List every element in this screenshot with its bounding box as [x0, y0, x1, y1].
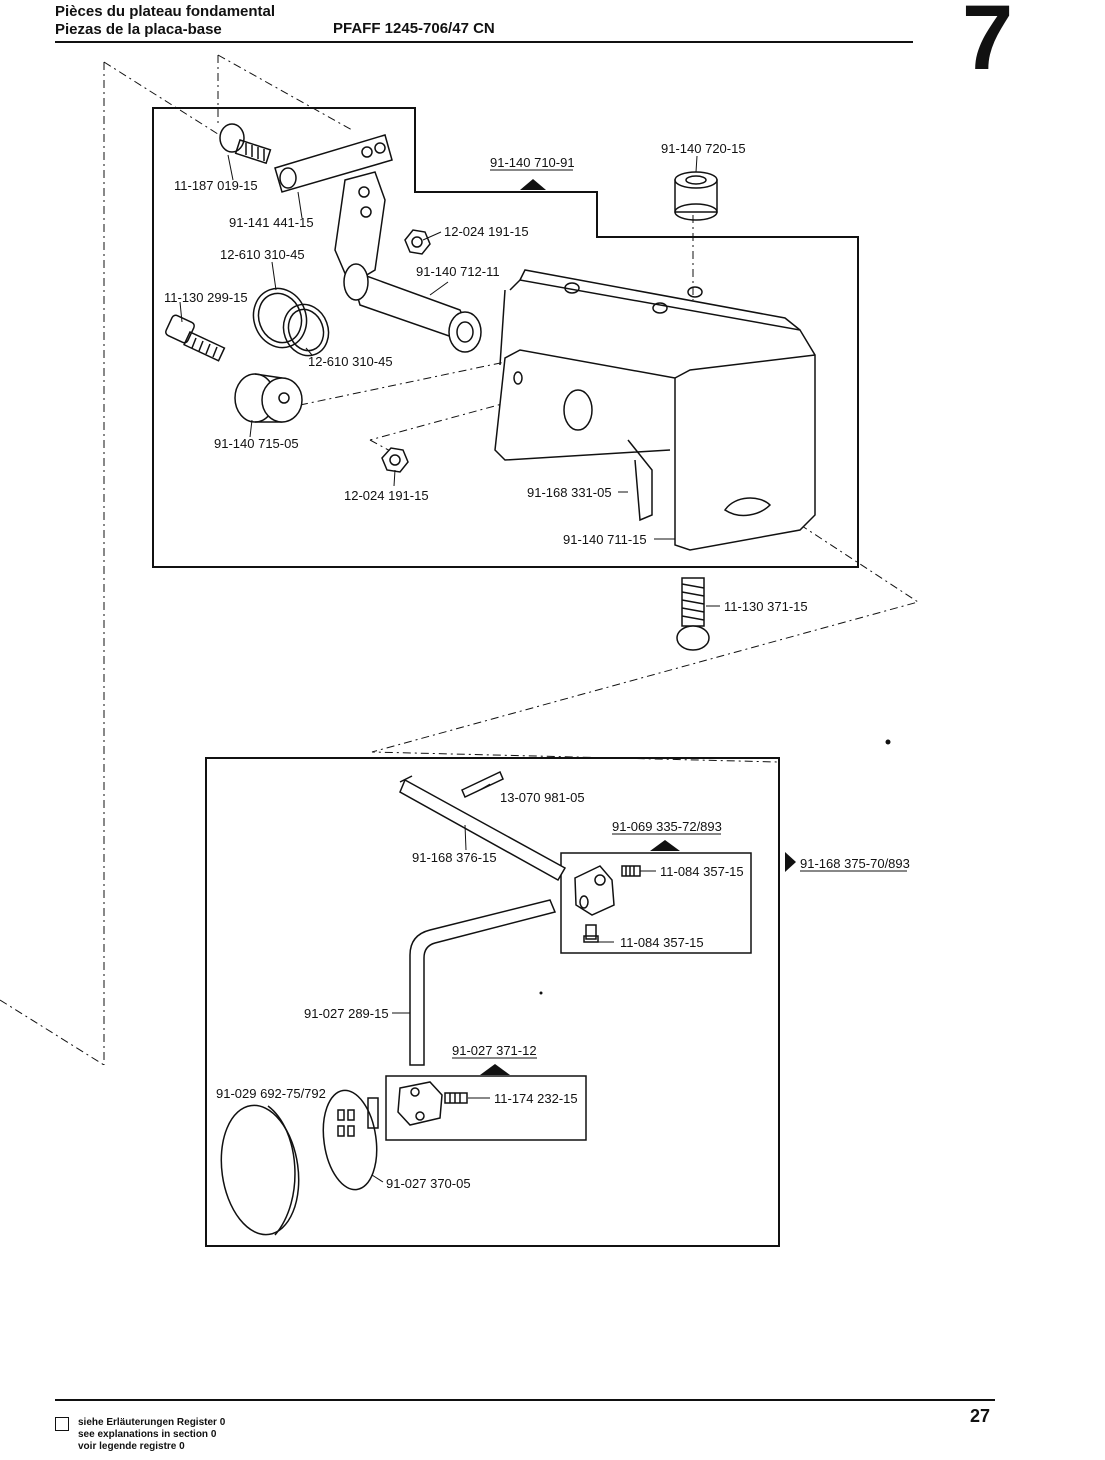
label-91-168-331-05: 91-168 331-05 [527, 485, 612, 500]
hex-screw-icon [676, 577, 710, 651]
label-11-187-019-15: 11-187 019-15 [174, 178, 258, 193]
roller-icon [234, 373, 303, 423]
bracket-icon [494, 269, 816, 551]
arrow-marker-91-168-375 [785, 852, 796, 872]
subassembly-frame-91-027 [385, 1075, 587, 1141]
leader-lines [179, 154, 720, 1183]
upper-assembly-frame [152, 107, 859, 568]
label-11-174-232-15: 11-174 232-15 [494, 1091, 578, 1106]
shoulder-screw-icon [219, 123, 272, 165]
crank-shaft-icon [334, 171, 482, 353]
knee-pad-icon [322, 1089, 379, 1191]
clamp-block-icon [574, 865, 615, 916]
legend-box-icon [55, 1417, 69, 1431]
hex-nut-icon-upper [404, 229, 431, 255]
lower-assembly-frame [205, 757, 780, 1247]
link-plate-icon [274, 134, 393, 193]
footer-note-fr: voir legende registre 0 [78, 1441, 185, 1452]
label-91-029-692-75-792: 91-029 692-75/792 [216, 1086, 326, 1101]
label-91-141-441-15: 91-141 441-15 [229, 215, 314, 230]
label-91-027-289-15: 91-027 289-15 [304, 1006, 389, 1021]
label-11-084-357-15-b: 11-084 357-15 [620, 935, 704, 950]
label-91-027-370-05: 91-027 370-05 [386, 1176, 471, 1191]
header-title-es: Piezas de la placa-base [55, 21, 222, 38]
group-marker-91-140-710-91 [520, 179, 546, 190]
cap-screw-icon [165, 314, 226, 362]
label-11-130-371-15: 11-130 371-15 [724, 599, 808, 614]
label-91-140-710-91: 91-140 710-91 [490, 155, 575, 170]
group-marker-91-027-371 [480, 1064, 510, 1075]
rod-icon [399, 775, 567, 882]
set-screw-icon-b [583, 924, 599, 943]
footer-note-de: siehe Erläuterungen Register 0 [78, 1417, 226, 1428]
retaining-ring-icon-a [252, 287, 308, 349]
label-12-024-191-15-a: 12-024 191-15 [444, 224, 529, 239]
label-12-024-191-15-b: 12-024 191-15 [344, 488, 429, 503]
label-13-070-981-05: 13-070 981-05 [500, 790, 585, 805]
label-91-140-712-11: 91-140 712-11 [416, 264, 500, 279]
page-number: 27 [970, 1406, 991, 1426]
label-91-027-371-12: 91-027 371-12 [452, 1043, 537, 1058]
label-12-610-310-45-b: 12-610 310-45 [308, 354, 393, 369]
label-91-168-375-70-893: 91-168 375-70/893 [800, 856, 910, 871]
spring-clip-icon [627, 439, 653, 522]
bracket-clamp-icon [397, 1081, 468, 1126]
bushing-icon [674, 171, 718, 221]
label-91-140-720-15: 91-140 720-15 [661, 141, 746, 156]
hex-nut-icon-lower [381, 447, 409, 473]
footer-note-en: see explanations in section 0 [78, 1429, 217, 1440]
header-title-fr: Pièces du plateau fondamental [55, 3, 276, 20]
label-91-168-376-15: 91-168 376-15 [412, 850, 497, 865]
group-marker-91-069-335 [650, 840, 680, 851]
label-12-610-310-45-a: 12-610 310-45 [220, 247, 305, 262]
label-11-084-357-15-a: 11-084 357-15 [660, 864, 744, 879]
part-labels: 11-187 019-15 91-141 441-15 12-610 310-4… [164, 141, 910, 1191]
header-rule [55, 41, 913, 43]
dot-mark-a [885, 739, 891, 745]
label-11-130-299-15: 11-130 299-15 [164, 290, 248, 305]
bent-rod-icon [409, 899, 557, 1066]
header-model: PFAFF 1245-706/47 CN [333, 20, 495, 37]
label-91-069-335-72-893: 91-069 335-72/893 [612, 819, 722, 834]
section-number: 7 [962, 0, 1014, 89]
set-screw-icon-a [621, 865, 641, 877]
retaining-ring-icon-b [282, 303, 330, 357]
guide-lines [0, 54, 920, 1066]
label-91-140-715-05: 91-140 715-05 [214, 436, 299, 451]
dot-mark-b [539, 991, 543, 995]
label-91-140-711-15: 91-140 711-15 [563, 532, 647, 547]
subassembly-frame-91-069 [560, 852, 752, 954]
knee-pad-cover-icon [220, 1104, 300, 1236]
pin-icon [461, 770, 504, 799]
footer-rule [55, 1399, 995, 1401]
